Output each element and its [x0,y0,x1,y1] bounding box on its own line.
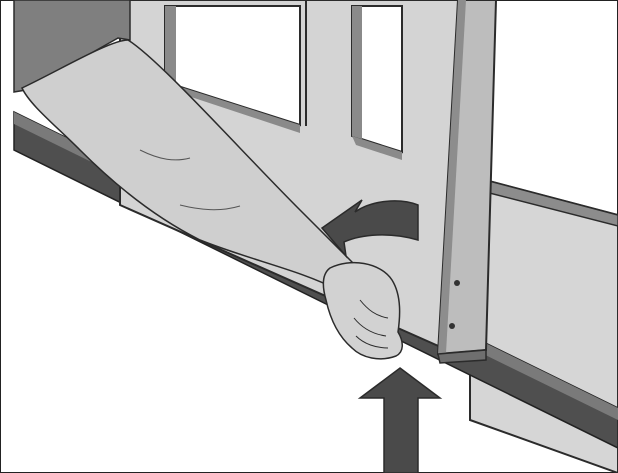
screw-hole-lower [449,323,455,329]
screw-hole-upper [454,280,460,286]
side-opening-inner-edge [352,6,362,139]
